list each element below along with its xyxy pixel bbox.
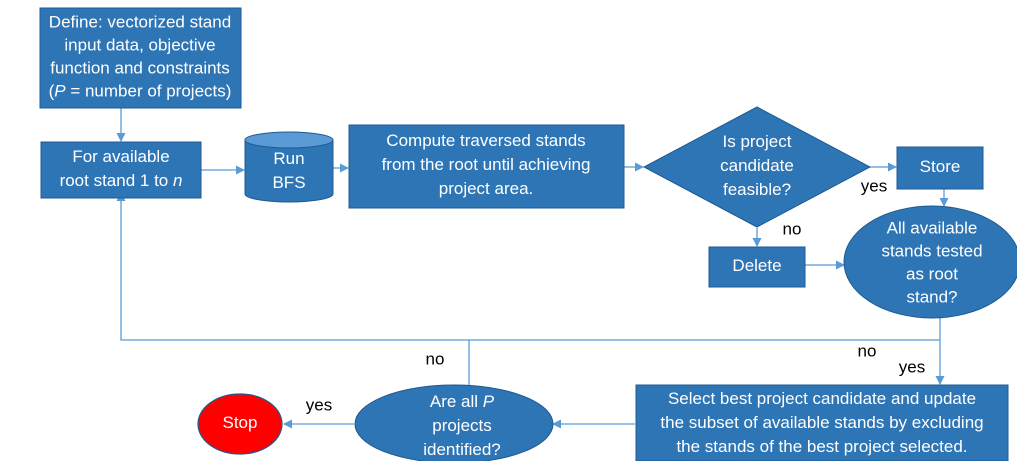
label-line: (P = number of projects): [49, 82, 232, 101]
node-store-label: Store: [920, 157, 961, 176]
label-line: the subset of available stands by exclud…: [660, 413, 983, 432]
label-line: Compute traversed stands: [386, 131, 585, 150]
node-all-p: Are all P projects identified?: [354, 384, 554, 461]
edge-label-feasible-no: no: [783, 219, 802, 238]
node-define-label: Define: vectorized stand input data, obje…: [49, 13, 232, 101]
label-line: Select best project candidate and update: [668, 389, 976, 408]
node-store: Store: [896, 146, 984, 190]
label-line: Store: [920, 157, 961, 176]
edges: [116, 108, 949, 429]
edge-label-allp-yes: yes: [306, 395, 332, 414]
edge-label-tested-yes: yes: [899, 357, 925, 376]
edge-label-allp-no: no: [426, 349, 445, 368]
node-for-available-label: For available root stand 1 to n: [60, 147, 183, 190]
node-delete-label: Delete: [732, 256, 781, 275]
label-line: feasible?: [723, 180, 791, 199]
node-define: Define: vectorized stand input data, obje…: [39, 7, 242, 109]
edge-label-tested-no: no: [858, 341, 877, 360]
label-line: For available: [72, 147, 169, 166]
node-stop-label: Stop: [223, 413, 258, 432]
edge-all-tested-no-loop: [116, 192, 940, 341]
label-line: root stand 1 to n: [60, 171, 183, 190]
label-line: Stop: [223, 413, 258, 432]
label-line: from the root until achieving: [382, 155, 591, 174]
label-line: the stands of the best project selected.: [676, 437, 967, 456]
label-line: input data, objective: [64, 36, 215, 55]
node-all-tested: All available stands tested as root stand?: [843, 205, 1017, 319]
label-line: function and constraints: [50, 59, 230, 78]
node-delete: Delete: [708, 246, 806, 288]
label-line: projects: [432, 416, 492, 435]
label-line: as root: [906, 265, 958, 284]
label-line: Define: vectorized stand: [49, 13, 231, 32]
node-all-p-label: Are all P projects identified?: [423, 392, 501, 459]
node-compute: Compute traversed stands from the root un…: [348, 124, 625, 209]
label-line: Are all P: [430, 392, 495, 411]
label-line: candidate: [720, 156, 794, 175]
label-line: Run: [273, 149, 304, 168]
node-compute-label: Compute traversed stands from the root un…: [382, 131, 591, 198]
node-feasible: Is project candidate feasible?: [642, 106, 872, 228]
node-all-tested-label: All available stands tested as root stand?: [881, 219, 982, 307]
label-line: Is project: [723, 132, 792, 151]
node-feasible-label: Is project candidate feasible?: [720, 132, 794, 199]
node-stop: Stop: [197, 393, 283, 455]
label-line: Delete: [732, 256, 781, 275]
label-line: BFS: [272, 173, 305, 192]
label-line: stands tested: [881, 242, 982, 261]
node-select-best: Select best project candidate and update…: [635, 384, 1009, 461]
label-line: All available: [887, 219, 978, 238]
node-select-best-label: Select best project candidate and update…: [660, 389, 983, 456]
edge-label-feasible-yes: yes: [861, 176, 887, 195]
label-line: project area.: [439, 179, 534, 198]
label-line: stand?: [906, 288, 957, 307]
label-line: identified?: [423, 440, 501, 459]
node-for-available: For available root stand 1 to n: [40, 141, 202, 199]
